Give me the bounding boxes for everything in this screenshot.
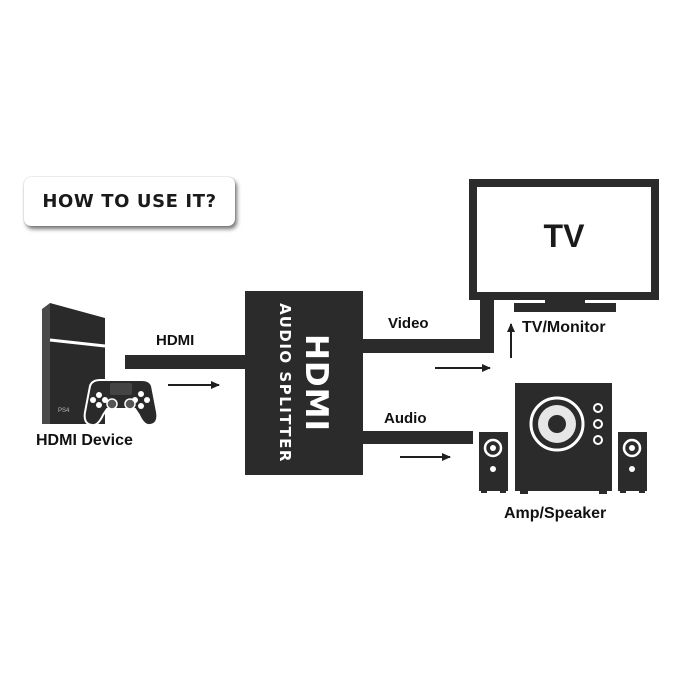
audio-output-label: Audio bbox=[384, 410, 427, 427]
speaker-system-icon bbox=[479, 383, 647, 494]
input-cable-label: HDMI bbox=[156, 332, 195, 349]
video-output-label: Video bbox=[388, 315, 429, 332]
console-brand-text: PS4 bbox=[58, 408, 70, 414]
how-to-use-label: HOW TO USE IT? bbox=[42, 191, 217, 212]
source-device-label: HDMI Device bbox=[36, 432, 133, 449]
video-output-cable bbox=[363, 300, 494, 353]
hdmi-audio-splitter-box bbox=[245, 291, 363, 475]
tv-screen-label: TV bbox=[543, 218, 585, 254]
how-to-use-badge: HOW TO USE IT? bbox=[24, 177, 235, 226]
tv-icon bbox=[469, 179, 659, 312]
hdmi-input-cable bbox=[125, 355, 245, 369]
audio-output-cable bbox=[363, 431, 473, 444]
display-device-label: TV/Monitor bbox=[522, 319, 606, 336]
splitter-subtitle: AUDIO SPLITTER bbox=[276, 303, 294, 463]
audio-device-label: Amp/Speaker bbox=[504, 505, 607, 522]
game-controller-icon bbox=[83, 379, 159, 427]
splitter-title: HDMI bbox=[298, 333, 334, 433]
splitter-label: HDMI AUDIO SPLITTER bbox=[259, 283, 349, 483]
